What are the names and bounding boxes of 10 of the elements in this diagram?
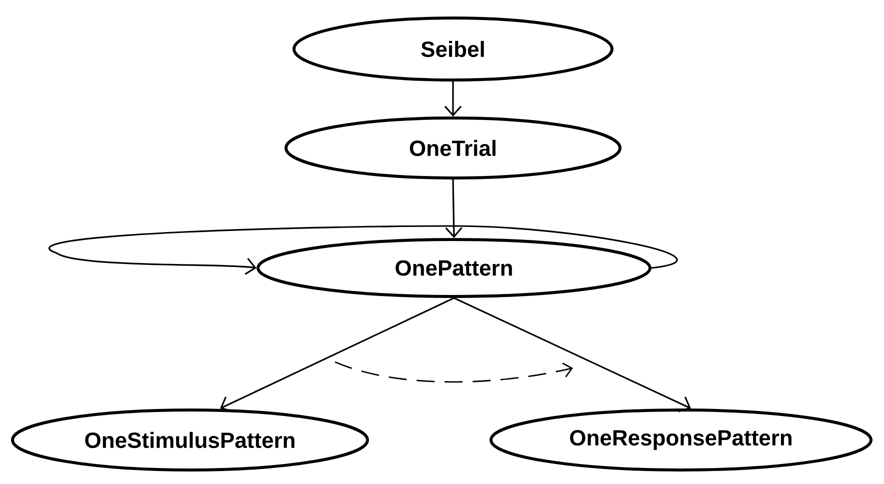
ellipse-node: OnePattern bbox=[256, 238, 652, 298]
ellipse-node: Seibel bbox=[292, 16, 614, 82]
arrow bbox=[444, 82, 462, 116]
arrow bbox=[220, 297, 454, 412]
ellipse-node: OneTrial bbox=[284, 116, 622, 180]
arrow bbox=[454, 297, 691, 412]
ellipse-node: OneStimulusPattern bbox=[11, 408, 369, 472]
arrow bbox=[445, 179, 462, 238]
arrow bbox=[50, 225, 677, 275]
ellipse-node: OneResponsePattern bbox=[490, 408, 872, 472]
